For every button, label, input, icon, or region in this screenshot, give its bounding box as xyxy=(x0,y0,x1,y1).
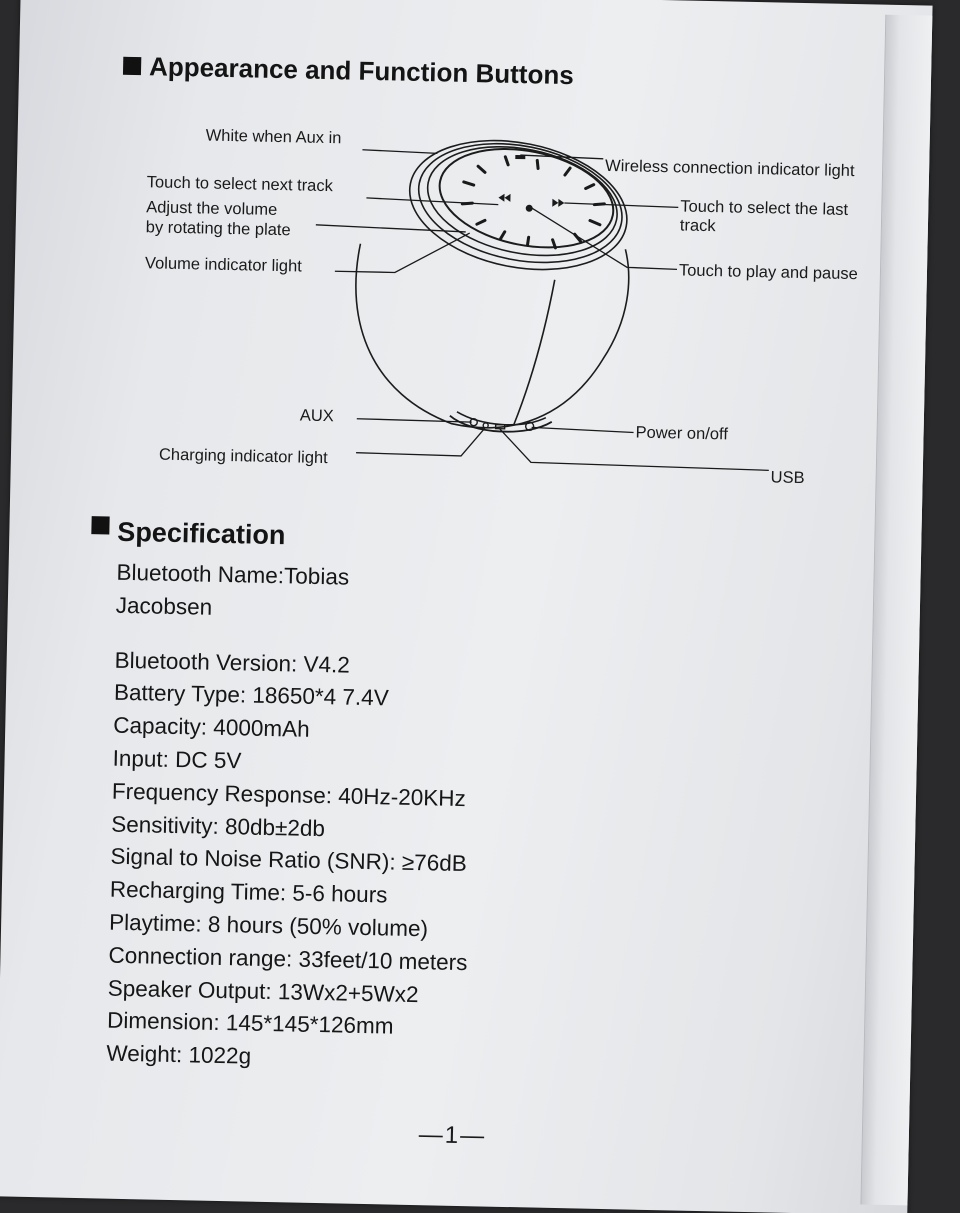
leader-play-pause xyxy=(531,207,678,271)
specification-list: Bluetooth Name:Tobias Jacobsen Bluetooth… xyxy=(106,557,557,1080)
label-power: Power on/off xyxy=(635,424,728,444)
wireless-indicator-icon xyxy=(515,154,526,160)
dial-center-icons xyxy=(498,154,565,212)
leader-volume xyxy=(315,224,466,233)
leader-charging xyxy=(356,427,486,457)
leader-lines xyxy=(315,149,769,472)
page-number: —1— xyxy=(418,1121,487,1150)
label-last-track-line2: track xyxy=(680,216,717,235)
spec-bluetooth-name: Bluetooth Name:Tobias Jacobsen xyxy=(115,557,556,632)
leader-white-aux xyxy=(362,149,438,154)
leader-power xyxy=(531,426,634,434)
label-next-track: Touch to select next track xyxy=(147,173,334,195)
top-plate-outer-ring xyxy=(408,139,628,271)
manual-page: Appearance and Function Buttons xyxy=(0,0,933,1213)
top-plate-dial xyxy=(438,148,615,249)
previous-track-icon xyxy=(498,193,511,202)
top-plate-ring-2 xyxy=(417,142,623,264)
section-heading-specification-text: Specification xyxy=(117,516,286,551)
label-white-aux: White when Aux in xyxy=(206,126,342,147)
power-button-icon xyxy=(524,421,535,432)
speaker-seam-line xyxy=(512,279,556,426)
leader-last-track xyxy=(564,202,679,209)
label-last-track-line1: Touch to select the last xyxy=(680,197,849,219)
speaker-base-plate xyxy=(449,414,553,433)
square-bullet-icon xyxy=(91,516,110,535)
label-volume-line1: Adjust the volume xyxy=(146,198,278,219)
label-wireless: Wireless connection indicator light xyxy=(605,157,855,180)
speaker-body xyxy=(355,243,630,429)
label-play-pause: Touch to play and pause xyxy=(679,261,858,283)
speaker-diagram: White when Aux in Touch to select next t… xyxy=(145,126,858,487)
label-volume-line2: by rotating the plate xyxy=(146,218,291,239)
section-heading-specification: Specification xyxy=(91,516,286,551)
top-plate-ring-3 xyxy=(426,146,618,257)
label-usb: USB xyxy=(770,468,804,487)
play-pause-center-icon xyxy=(525,204,533,212)
label-aux: AUX xyxy=(300,407,334,426)
next-track-icon xyxy=(552,198,565,207)
spec-bluetooth-name-text: Bluetooth Name:Tobias Jacobsen xyxy=(115,559,350,620)
leader-volume-light xyxy=(334,232,471,274)
leader-usb xyxy=(499,428,769,472)
leader-wireless xyxy=(520,154,604,160)
leader-aux xyxy=(356,418,472,423)
leader-next-track xyxy=(366,197,499,206)
charging-light-icon xyxy=(482,422,489,429)
label-volume-light: Volume indicator light xyxy=(145,254,303,275)
label-charging: Charging indicator light xyxy=(159,446,329,468)
